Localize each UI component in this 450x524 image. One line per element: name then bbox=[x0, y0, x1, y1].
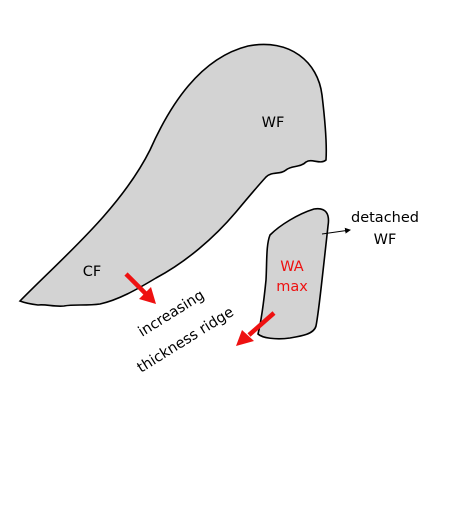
cf-label: CF bbox=[83, 264, 101, 280]
wa-label-line1: WA bbox=[280, 259, 304, 275]
ridge-label-line2: thickness ridge bbox=[135, 304, 237, 376]
detached-label-line2: WF bbox=[374, 232, 397, 248]
main-cloud-region bbox=[18, 43, 328, 308]
wf-label: WF bbox=[262, 115, 285, 131]
wa-label-line2: max bbox=[276, 279, 308, 295]
detached-region bbox=[257, 207, 330, 340]
wa-red-arrow bbox=[236, 311, 276, 346]
cf-red-arrow bbox=[124, 272, 156, 304]
detached-label-line1: detached bbox=[351, 210, 419, 226]
detached-wf-pointer bbox=[321, 227, 351, 235]
